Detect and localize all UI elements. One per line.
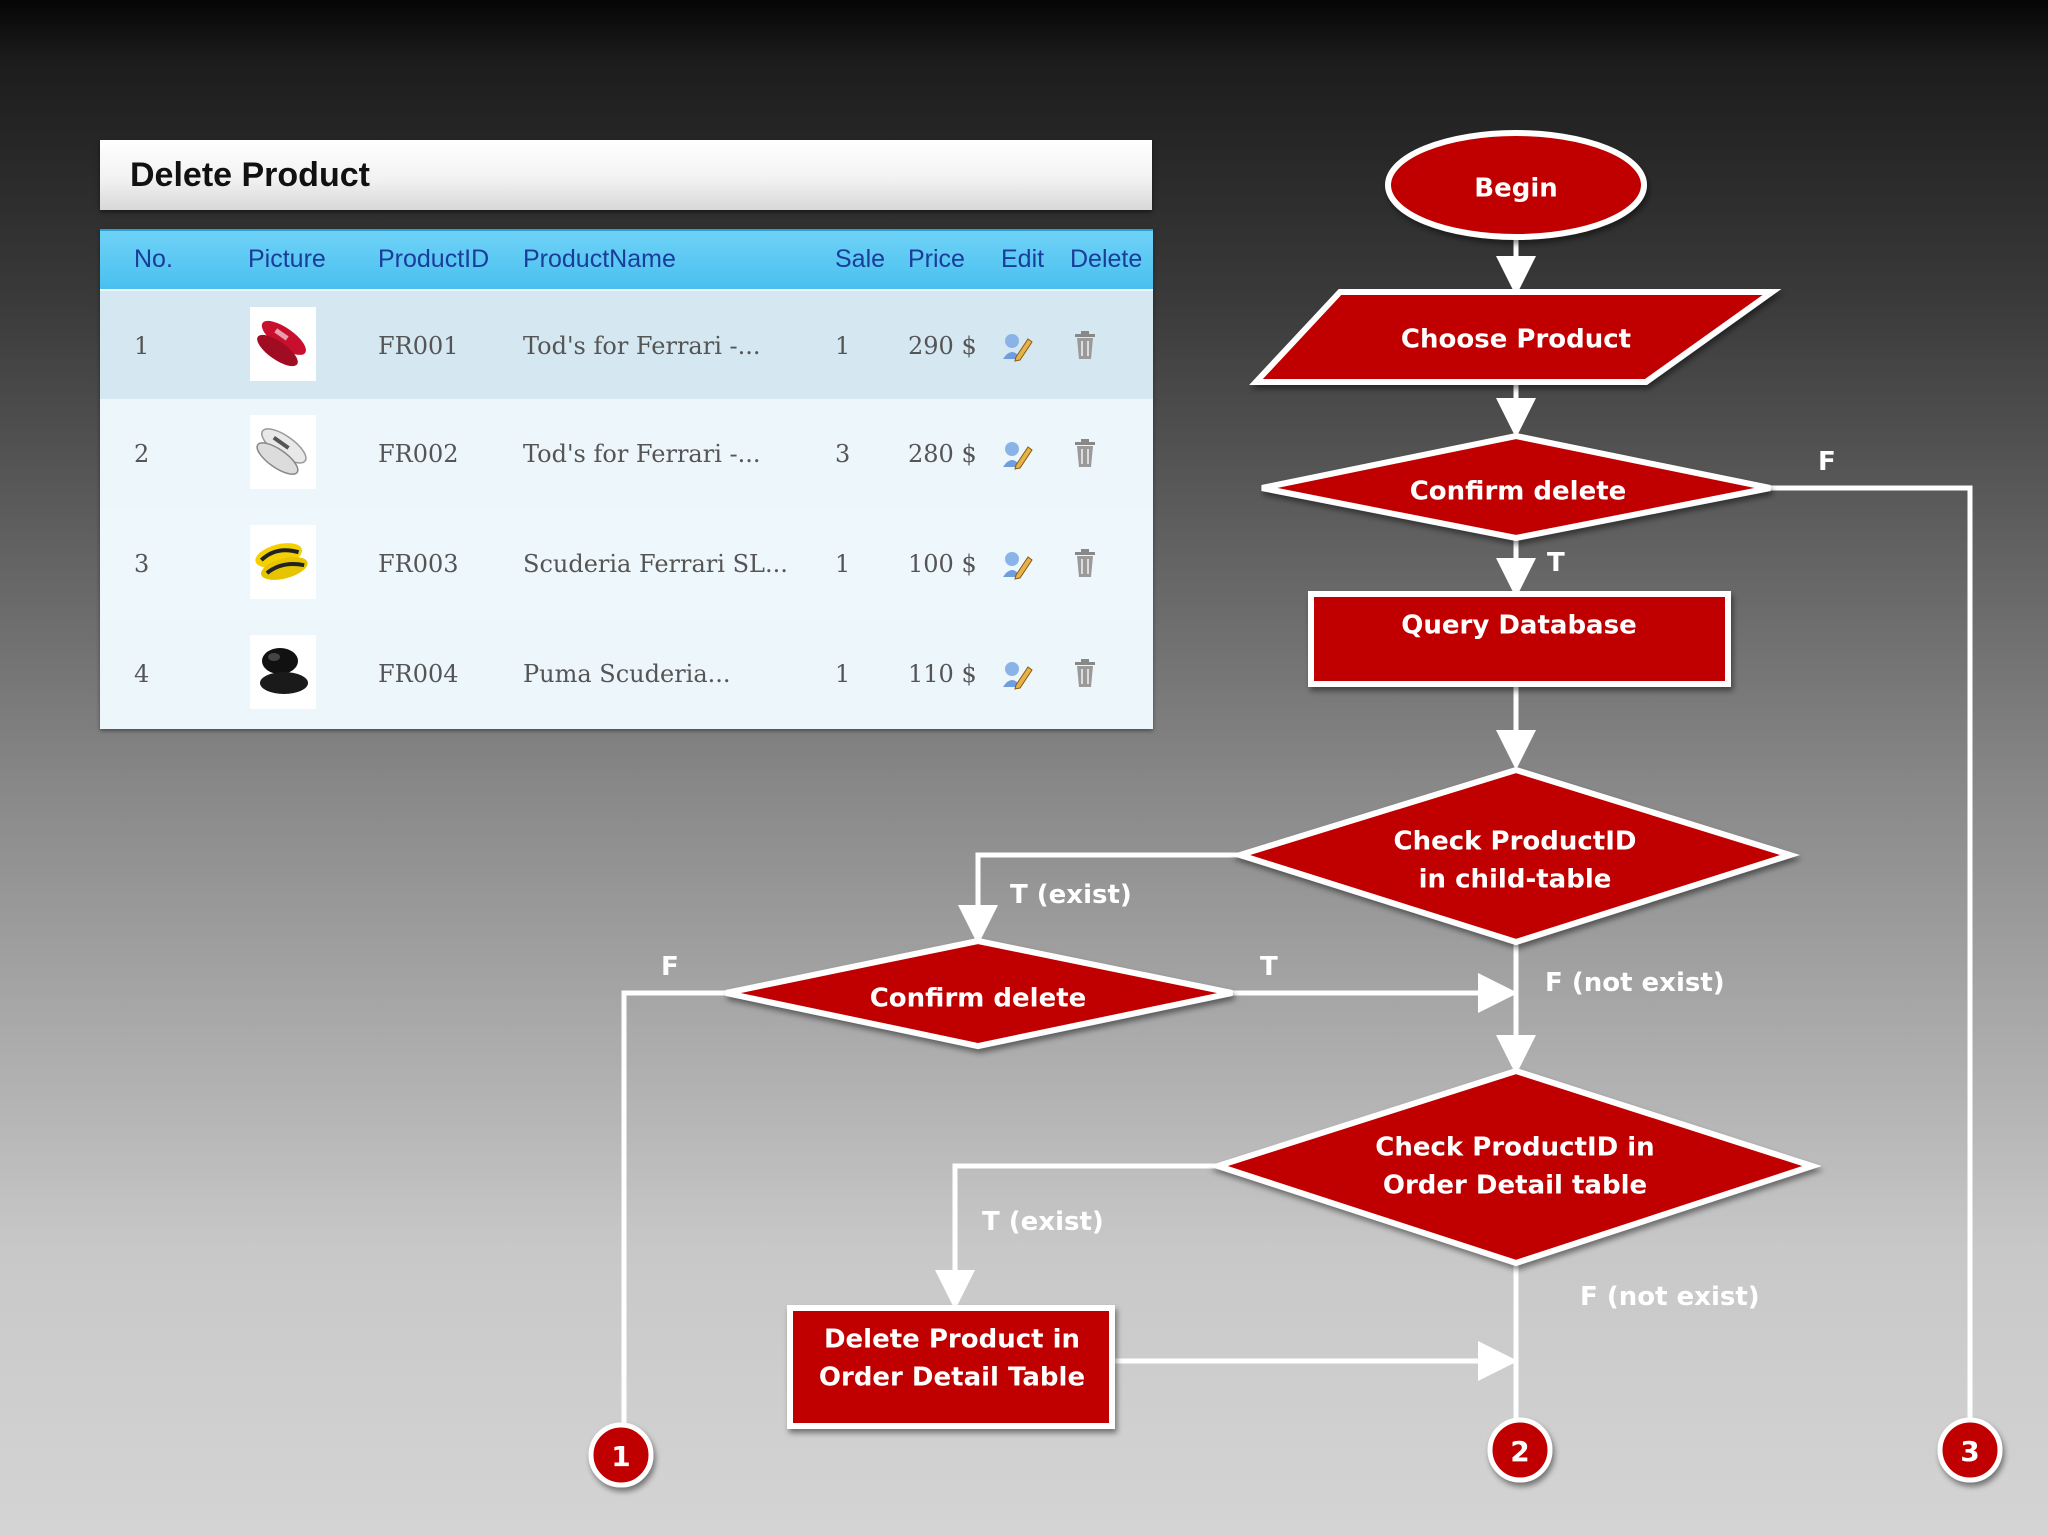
connector-3-label: 3 [1960, 1435, 1979, 1468]
check-order-text-line1: Check ProductID in [1375, 1133, 1654, 1163]
connector-1-label: 1 [611, 1440, 630, 1473]
edge-confirm-false [1770, 485, 1973, 1420]
product-table: No. Picture ProductID ProductName Sale P… [100, 229, 1153, 729]
cell-sale: 1 [835, 550, 851, 578]
cell-price: 110 $ [908, 660, 977, 688]
cell-product-id: FR003 [378, 550, 459, 578]
choose-product-text: Choose Product [1401, 325, 1631, 355]
label-t-query: T [1547, 548, 1565, 578]
table-row[interactable]: 2 FR002 Tod's for Ferrari -... 3 280 $ [100, 399, 1153, 509]
delete-icon[interactable] [1072, 547, 1098, 583]
table-row[interactable]: 1 FR001 Tod's for Ferrari -... 1 290 $ [100, 291, 1153, 401]
header-picture[interactable]: Picture [248, 245, 326, 273]
cell-price: 290 $ [908, 332, 977, 360]
confirm-delete-node-2 [725, 937, 1233, 1050]
edge-check-exist [958, 852, 1240, 945]
header-no[interactable]: No. [134, 245, 173, 273]
check-order-text-line2: Order Detail table [1383, 1171, 1647, 1201]
label-f-top: F [1818, 447, 1836, 477]
product-thumbnail [250, 307, 316, 381]
confirm-delete-text-1: Confirm delete [1410, 477, 1627, 507]
edge-order-exist [935, 1163, 1218, 1310]
cell-no: 4 [134, 660, 150, 688]
edit-icon[interactable] [1000, 437, 1034, 475]
cell-no: 3 [134, 550, 150, 578]
choose-product-node [1249, 289, 1782, 385]
edit-icon[interactable] [1000, 547, 1034, 585]
confirm-delete-text-2: Confirm delete [870, 984, 1087, 1014]
header-price[interactable]: Price [908, 245, 965, 273]
header-product-id[interactable]: ProductID [378, 245, 490, 273]
cell-sale: 1 [835, 332, 851, 360]
cell-product-name: Tod's for Ferrari -... [523, 332, 761, 360]
cell-product-id: FR002 [378, 440, 459, 468]
table-header: No. Picture ProductID ProductName Sale P… [100, 229, 1153, 289]
connector-1 [588, 1422, 654, 1488]
label-f-left: F [661, 952, 679, 982]
label-t-exist-2: T (exist) [982, 1207, 1104, 1237]
cell-no: 1 [134, 332, 150, 360]
connector-2-label: 2 [1510, 1435, 1529, 1468]
cell-product-name: Puma Scuderia... [523, 660, 731, 688]
cell-no: 2 [134, 440, 150, 468]
table-row[interactable]: 3 FR003 Scuderia Ferrari SL... 1 100 $ [100, 509, 1153, 619]
cell-product-id: FR004 [378, 660, 459, 688]
product-thumbnail [250, 525, 316, 599]
product-thumbnail [250, 635, 316, 709]
delete-order-detail-node [787, 1305, 1115, 1429]
header-delete: Delete [1070, 245, 1143, 273]
header-sale[interactable]: Sale [835, 245, 886, 273]
check-child-table-node [1229, 766, 1801, 946]
edit-icon[interactable] [1000, 329, 1034, 367]
delete-icon[interactable] [1072, 329, 1098, 365]
panel-title: Delete Product [100, 140, 1152, 210]
label-t-mid: T [1260, 952, 1278, 982]
cell-product-name: Scuderia Ferrari SL... [523, 550, 788, 578]
query-database-text: Query Database [1401, 611, 1636, 641]
flow-edges [621, 238, 1973, 1426]
header-product-name[interactable]: ProductName [523, 245, 676, 273]
table-row[interactable]: 4 FR004 Puma Scuderia... 1 110 $ [100, 619, 1153, 729]
delete-order-text-line2: Order Detail Table [819, 1363, 1085, 1393]
product-thumbnail [250, 415, 316, 489]
cell-price: 280 $ [908, 440, 977, 468]
connector-2 [1487, 1417, 1553, 1483]
delete-order-text-line1: Delete Product in [824, 1325, 1080, 1355]
check-child-text-line1: Check ProductID [1394, 827, 1637, 857]
label-t-exist-1: T (exist) [1010, 880, 1132, 910]
confirm-delete-node-1 [1261, 432, 1771, 542]
cell-product-name: Tod's for Ferrari -... [523, 440, 761, 468]
header-edit: Edit [1001, 245, 1045, 273]
delete-icon[interactable] [1072, 657, 1098, 693]
check-order-detail-node [1208, 1067, 1822, 1267]
edge-confirm2-false [621, 990, 726, 1426]
edit-icon[interactable] [1000, 657, 1034, 695]
begin-text: Begin [1474, 174, 1557, 204]
connector-3 [1937, 1417, 2003, 1483]
check-child-text-line2: in child-table [1419, 865, 1612, 895]
query-database-node [1308, 591, 1731, 687]
cell-sale: 3 [835, 440, 851, 468]
cell-price: 100 $ [908, 550, 977, 578]
cell-sale: 1 [835, 660, 851, 688]
begin-node [1385, 130, 1647, 240]
delete-icon[interactable] [1072, 437, 1098, 473]
label-f-not-exist-1: F (not exist) [1545, 968, 1725, 998]
label-f-not-exist-2: F (not exist) [1580, 1282, 1760, 1312]
cell-product-id: FR001 [378, 332, 459, 360]
